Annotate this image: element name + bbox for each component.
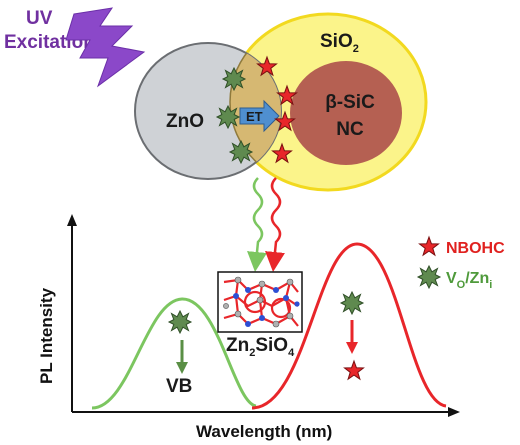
vo-zni-defect-icon (215, 104, 241, 130)
vo-zni-defect-icon (167, 309, 193, 335)
vo-zni-defect-icon (339, 290, 365, 316)
lightning-bolt-icon (65, 7, 146, 88)
energy-transfer-arrow (239, 99, 280, 133)
nc-label: NC (336, 119, 364, 140)
nbohc-star-icon (276, 84, 298, 106)
green-pl-peak (91, 297, 257, 410)
nanoparticle-assembly: ZnO SiO2 β-SiC NC ET (134, 12, 428, 192)
vb-label: VB (166, 376, 192, 397)
vo-zni-defect-icon (228, 139, 254, 165)
red-emission-arrow (265, 177, 285, 272)
nbohc-star-icon (274, 110, 296, 132)
red-transition-arrowhead-icon (346, 342, 358, 354)
nbohc-legend-star-icon (418, 235, 440, 257)
uv-label: UV (26, 8, 53, 29)
sio2-label: SiO2 (320, 31, 359, 55)
green-transition-arrowhead-icon (176, 362, 188, 374)
lattice-atoms (223, 276, 300, 328)
zn2sio4-label: Zn2SiO4 (226, 335, 295, 359)
green-emission-arrow (247, 177, 267, 272)
sic-core (290, 61, 402, 165)
uv-excitation: UV Excitation (4, 7, 146, 88)
pl-plot: Wavelength (nm) PL Intensity VB (37, 214, 460, 441)
et-label: ET (246, 109, 263, 124)
vo-zni-legend-label: VO/Zni (446, 270, 492, 291)
y-axis-label: PL Intensity (37, 287, 56, 384)
defect-marks-particle (215, 66, 254, 165)
red-pl-peak (251, 242, 447, 410)
nbohc-star-icon (271, 142, 293, 164)
sic-label: β-SiC (325, 92, 375, 113)
vo-zni-legend-icon (416, 264, 442, 290)
zno-label: ZnO (166, 111, 204, 132)
zn2sio4-inset: Zn2SiO4 (217, 271, 303, 359)
x-axis-arrowhead-icon (448, 407, 460, 417)
legend: NBOHC VO/Zni (416, 235, 505, 291)
nbohc-star-icon (343, 359, 365, 381)
nbohc-legend-label: NBOHC (446, 240, 505, 257)
y-axis-arrowhead-icon (67, 214, 77, 226)
x-axis-label: Wavelength (nm) (196, 422, 332, 441)
nbohc-star-icon (256, 55, 278, 77)
nbohc-marks-particle (256, 55, 298, 164)
vo-zni-defect-icon (221, 66, 247, 92)
